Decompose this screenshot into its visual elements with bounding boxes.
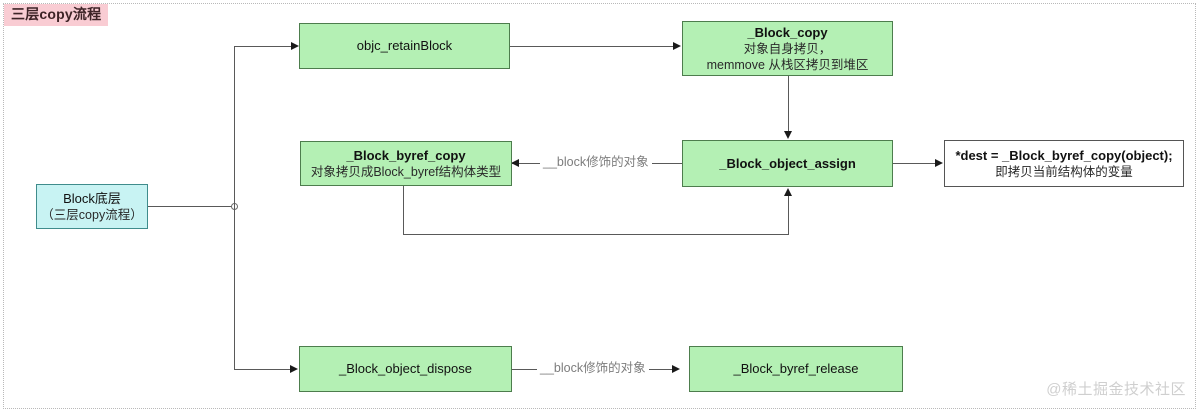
node-block-object-assign-line1: _Block_object_assign: [719, 155, 856, 171]
node-block-underlying-line2: （三层copy流程）: [41, 207, 143, 222]
node-block-copy-line3: memmove 从栈区拷贝到堆区: [706, 57, 869, 72]
edge-feedback-down: [403, 186, 404, 234]
watermark-text: @稀土掘金技术社区: [1046, 381, 1186, 398]
edge-trunk-vertical: [234, 46, 235, 370]
arrowhead-to-destnote: [935, 159, 943, 167]
arrowhead-to-blockcopy: [673, 42, 681, 50]
node-block-copy[interactable]: _Block_copy 对象自身拷贝， memmove 从栈区拷贝到堆区: [682, 21, 893, 76]
arrowhead-to-byrefrelease: [672, 365, 680, 373]
node-block-copy-line2: 对象自身拷贝，: [743, 41, 832, 56]
node-dest-assignment-note-line1: *dest = _Block_byref_copy(object);: [955, 147, 1173, 163]
edge-feedback-up: [788, 196, 789, 235]
node-block-copy-line1: _Block_copy: [747, 24, 828, 40]
edge-feedback-right: [403, 234, 789, 235]
node-block-object-dispose-line1: _Block_object_dispose: [339, 361, 472, 376]
arrowhead-to-assign-top: [784, 131, 792, 139]
edge-trunk-to-dispose: [234, 369, 290, 370]
edge-blockcopy-to-assign: [788, 76, 789, 132]
node-block-underlying-line1: Block底层: [63, 190, 121, 206]
edge-label-block-modified-object-1: __block修饰的对象: [540, 155, 652, 170]
diagram-title-badge: 三层copy流程: [4, 4, 109, 26]
node-block-byref-copy-line1: _Block_byref_copy: [346, 147, 466, 163]
arrowhead-to-assign-bottom: [784, 188, 792, 196]
node-block-byref-release-line1: _Block_byref_release: [733, 361, 859, 376]
node-objc-retainblock-line1: objc_retainBlock: [356, 38, 453, 53]
edge-trunk-to-retainblock: [234, 46, 291, 47]
node-block-byref-copy-line2: 对象拷贝成Block_byref结构体类型: [310, 164, 502, 179]
arrowhead-to-byrefcopy: [511, 159, 519, 167]
node-block-underlying[interactable]: Block底层 （三层copy流程）: [36, 184, 148, 229]
edge-label-block-modified-object-2: __block修饰的对象: [537, 361, 649, 376]
arrowhead-to-dispose: [290, 365, 298, 373]
node-block-object-dispose[interactable]: _Block_object_dispose: [299, 346, 512, 392]
node-block-byref-release[interactable]: _Block_byref_release: [689, 346, 903, 392]
node-objc-retainblock[interactable]: objc_retainBlock: [299, 23, 510, 69]
edge-assign-to-destnote: [893, 163, 938, 164]
node-dest-assignment-note[interactable]: *dest = _Block_byref_copy(object); 即拷贝当前…: [944, 140, 1184, 187]
node-block-object-assign[interactable]: _Block_object_assign: [682, 140, 893, 187]
node-dest-assignment-note-line2: 即拷贝当前结构体的变量: [995, 164, 1133, 179]
node-block-byref-copy[interactable]: _Block_byref_copy 对象拷贝成Block_byref结构体类型: [300, 141, 512, 186]
edge-retainblock-to-blockcopy: [510, 46, 673, 47]
edge-root-stub: [148, 206, 234, 207]
arrowhead-to-retainblock: [291, 42, 299, 50]
